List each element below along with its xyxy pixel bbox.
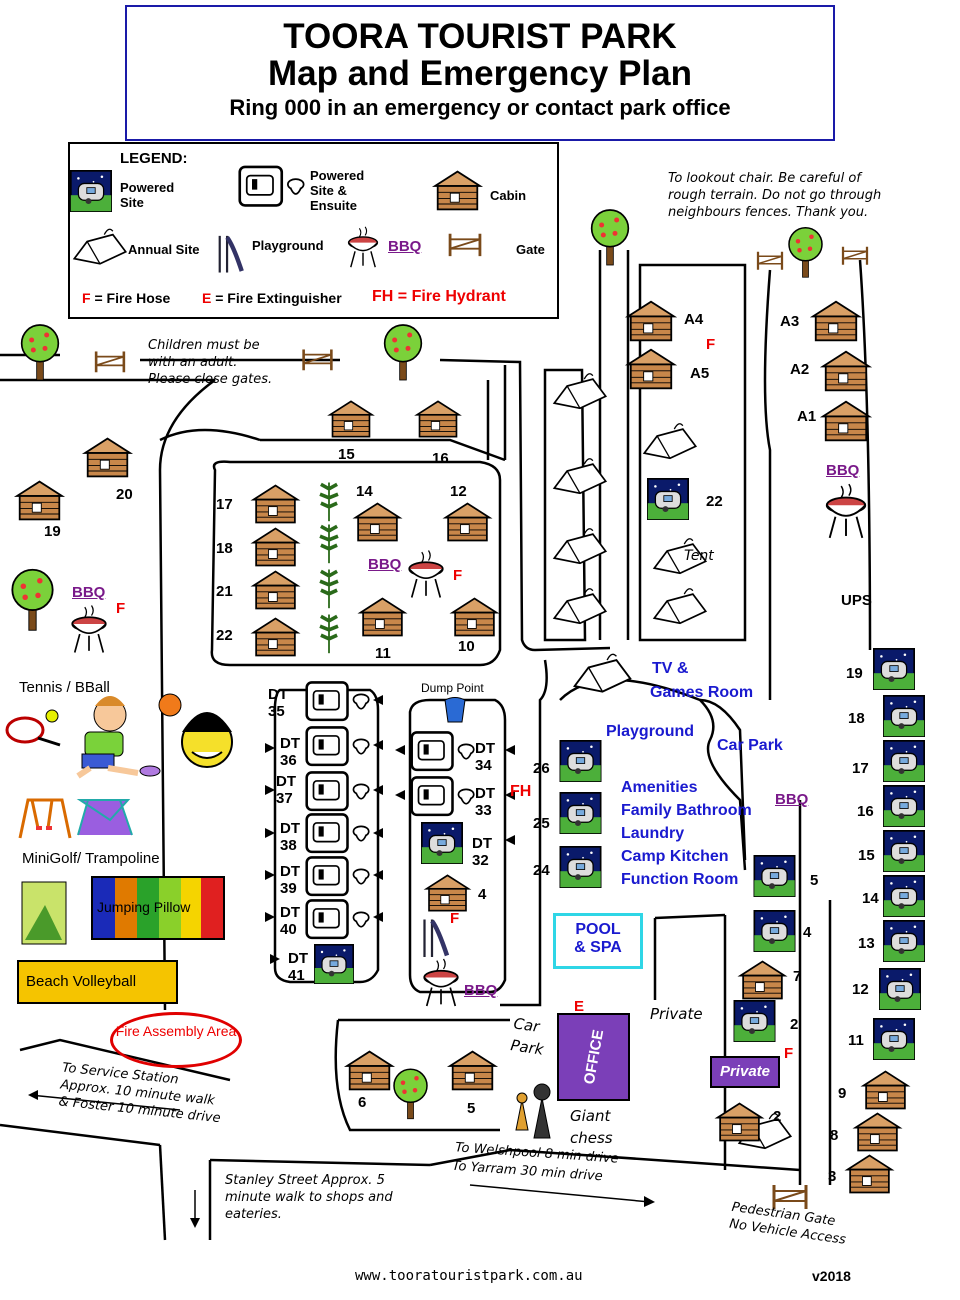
bbq-label: BBQ [72,584,106,601]
bbq-label: BBQ [775,791,809,808]
legend-annual-site: Annual Site [128,242,200,257]
private-label: Private [650,1005,703,1023]
legend-powered-site: Powered Site [120,180,175,210]
legend-gate: Gate [516,242,545,257]
stanley-street-note: Stanley Street Approx. 5 minute walk to … [225,1173,393,1222]
version: v2018 [812,1268,851,1284]
fire-hose-marker: F [450,910,460,927]
dump-point-label: Dump Point [421,681,484,695]
legend-bbq: BBQ [388,238,422,255]
fire-hydrant-marker: FH [510,783,532,800]
car-park-label: Car Park [717,737,783,754]
legend-fire-extinguisher: E = Fire Extinguisher [202,290,342,306]
legend-box: LEGEND: Powered Site Powered Site & Ensu… [68,142,559,319]
legend-cabin: Cabin [490,188,527,203]
tennis-label: Tennis / BBall [19,679,110,696]
tent-label: Tent [684,548,714,564]
ups-label: UPS [841,592,872,609]
private-building: Private [710,1056,780,1088]
office-label: OFFICE [580,1028,607,1086]
games-room-label: Games Room [650,684,754,701]
page-title: TOORA TOURIST PARK [283,17,677,56]
lookout-note: To lookout chair. Be careful of rough te… [668,171,882,220]
pool-spa: POOL & SPA [553,913,643,969]
fire-hose-marker: F [706,336,716,353]
fire-hose-marker: F [784,1045,794,1062]
office-building: OFFICE [557,1013,630,1101]
legend-heading: LEGEND: [120,150,188,167]
fire-extinguisher-marker: E [574,998,585,1015]
giant-chess-label: Giant chess [570,1107,613,1147]
bbq-label: BBQ [464,982,498,999]
page-subtitle: Map and Emergency Plan [267,54,693,93]
amenities-label: Amenities [621,779,698,796]
legend-playground: Playground [252,238,324,253]
tv-label: TV & [652,660,689,677]
title-box: TOORA TOURIST PARK Map and Emergency Pla… [125,5,835,141]
bbq-label: BBQ [826,462,860,479]
family-bathroom-label: Family Bathroom [621,802,752,819]
legend-fire-hose: F = Fire Hose [82,290,171,306]
fire-assembly-area: Fire Assembly Area [110,1012,242,1068]
playground-label: Playground [606,723,695,740]
fire-hose-marker: F [116,600,126,617]
laundry-label: Laundry [621,825,685,842]
website[interactable]: www.tooratouristpark.com.au [355,1268,583,1284]
children-note: Children must be with an adult. Please c… [148,338,273,387]
legend-fire-hydrant: FH = Fire Hydrant [372,288,506,305]
bbq-label: BBQ [368,556,402,573]
camp-kitchen-label: Camp Kitchen [621,848,729,865]
fire-hose-marker: F [453,567,463,584]
car-park-2-label: Car Park [509,1014,545,1059]
function-room-label: Function Room [621,871,739,888]
jumping-pillow-label: Jumping Pillow [97,899,191,915]
beach-volleyball: Beach Volleyball [17,960,178,1004]
minigolf-label: MiniGolf/ Trampoline [22,850,160,867]
legend-powered-ensuite: Powered Site & Ensuite [310,168,365,213]
emergency-line: Ring 000 in an emergency or contact park… [229,95,731,120]
